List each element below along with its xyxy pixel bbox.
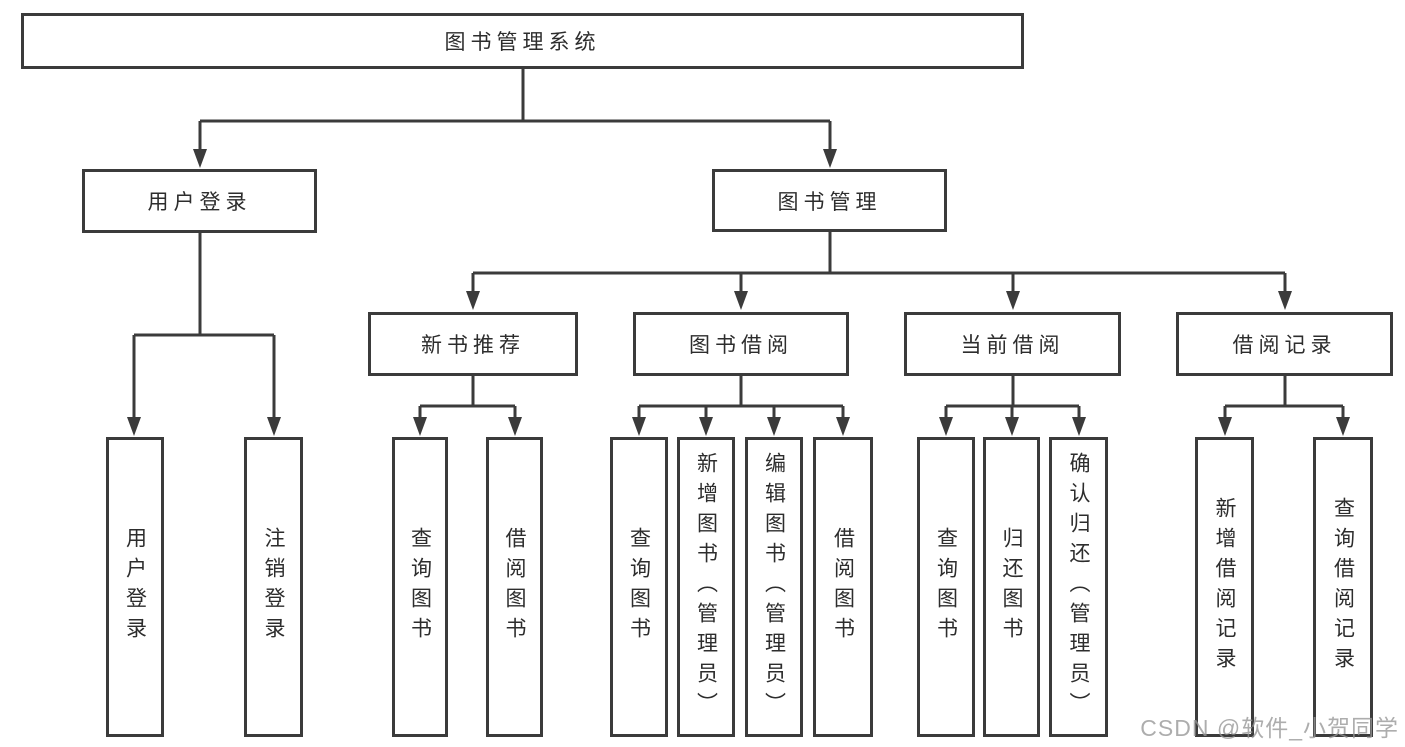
- leaf-label: 归还图书: [1000, 527, 1023, 647]
- leaf-label: 注销登录: [262, 527, 285, 647]
- connector-new-book-group: [413, 375, 522, 436]
- connector-book-borrow-group: [632, 375, 850, 436]
- connector-root-to-level2: [193, 69, 837, 168]
- node-new-book-recommend: 新书推荐: [368, 312, 578, 376]
- csdn-watermark: CSDN @软件_小贺同学: [1140, 715, 1399, 741]
- leaf-user-login: 用户登录: [106, 437, 164, 737]
- node-label: 图书借阅: [689, 334, 793, 357]
- leaf-label: 确认归还（管理员）: [1067, 452, 1090, 722]
- leaf-label: 查询图书: [408, 527, 432, 647]
- leaf-query-books-recommend: 查询图书: [392, 437, 448, 737]
- leaf-label: 查询图书: [627, 527, 651, 647]
- node-label: 当前借阅: [960, 334, 1065, 357]
- leaf-logout: 注销登录: [244, 437, 303, 737]
- connector-book-management-group: [466, 232, 1292, 310]
- leaf-query-books-current: 查询图书: [917, 437, 975, 737]
- node-book-management: 图书管理: [712, 169, 947, 232]
- node-label: 新书推荐: [421, 334, 525, 357]
- connector-current-borrow-group: [939, 375, 1086, 436]
- node-label: 图书管理系统: [444, 31, 601, 54]
- leaf-add-book-admin: 新增图书（管理员）: [677, 437, 735, 737]
- leaf-borrow-books-recommend: 借阅图书: [486, 437, 543, 737]
- leaf-add-borrow-record: 新增借阅记录: [1195, 437, 1254, 737]
- leaf-confirm-return-admin: 确认归还（管理员）: [1049, 437, 1108, 737]
- leaf-label: 查询图书: [934, 527, 958, 647]
- node-label: 图书管理: [777, 190, 882, 214]
- node-label: 用户登录: [147, 191, 252, 214]
- leaf-edit-book-admin: 编辑图书（管理员）: [745, 437, 803, 737]
- leaf-query-borrow-record: 查询借阅记录: [1313, 437, 1373, 737]
- connector-user-login-group: [127, 233, 281, 436]
- node-label: 借阅记录: [1232, 334, 1337, 357]
- leaf-label: 新增借阅记录: [1213, 497, 1236, 677]
- leaf-label: 借阅图书: [503, 527, 526, 647]
- connector-borrow-records-group: [1218, 375, 1350, 436]
- node-book-borrow: 图书借阅: [633, 312, 849, 376]
- leaf-label: 用户登录: [123, 527, 147, 647]
- leaf-borrow-books-borrow: 借阅图书: [813, 437, 873, 737]
- leaf-label: 借阅图书: [831, 527, 855, 647]
- leaf-query-books-borrow: 查询图书: [610, 437, 668, 737]
- node-user-login: 用户登录: [82, 169, 317, 233]
- node-current-borrow: 当前借阅: [904, 312, 1121, 376]
- leaf-label: 编辑图书（管理员）: [762, 452, 786, 722]
- leaf-label: 查询借阅记录: [1331, 497, 1355, 677]
- node-library-management-system: 图书管理系统: [21, 13, 1024, 69]
- leaf-return-book: 归还图书: [983, 437, 1040, 737]
- node-borrow-records: 借阅记录: [1176, 312, 1393, 376]
- leaf-label: 新增图书（管理员）: [694, 452, 718, 722]
